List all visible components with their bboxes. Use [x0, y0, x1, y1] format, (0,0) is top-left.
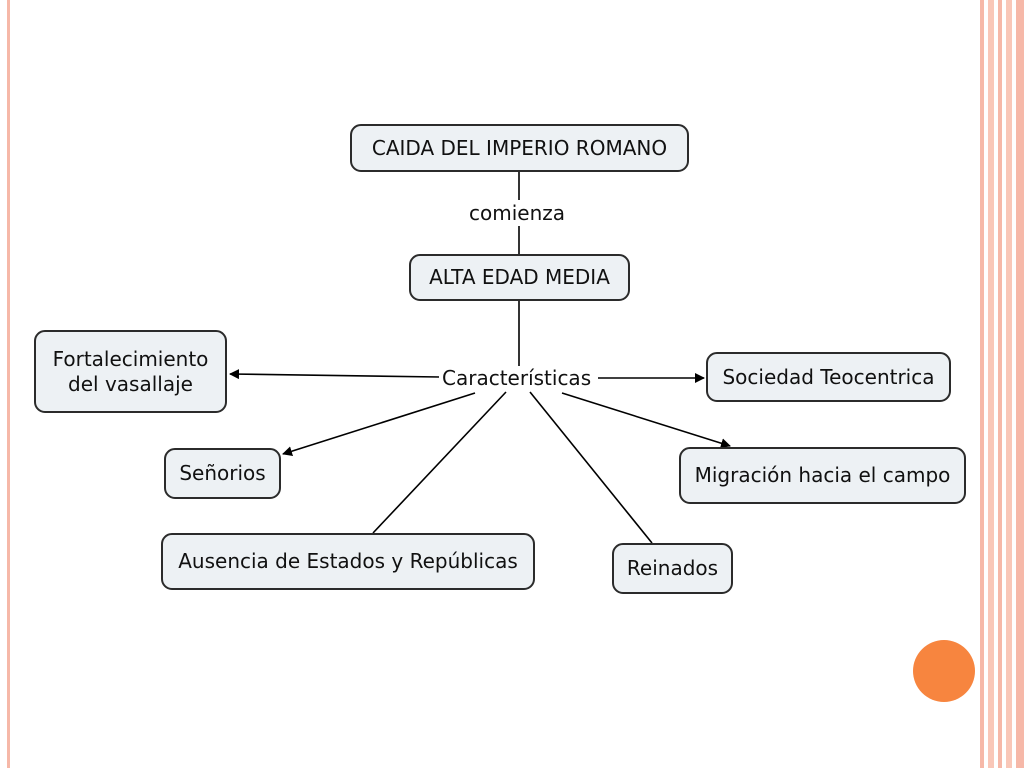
arrow-to-migracion: [561, 392, 731, 449]
right-border-line: [988, 0, 994, 768]
node-reinados: Reinados: [612, 543, 733, 594]
right-border-line: [980, 0, 984, 768]
right-border-line: [1016, 0, 1024, 768]
right-border-line: [998, 0, 1002, 768]
link-label-caracteristicas: Características: [439, 366, 595, 390]
line-to-ausencia: [372, 391, 507, 534]
node-sociedad-teocentrica: Sociedad Teocentrica: [706, 352, 951, 402]
node-caida-del-imperio-romano: CAIDA DEL IMPERIO ROMANO: [350, 124, 689, 172]
link-label-comienza: comienza: [466, 201, 569, 225]
arrow-to-fortalecimiento: [229, 369, 441, 380]
node-senorios: Señorios: [164, 448, 281, 499]
arrow-to-senorios: [282, 392, 476, 457]
decorative-orange-circle: [913, 640, 975, 702]
left-border-line: [7, 0, 10, 768]
node-fortalecimiento-del-vasallaje: Fortalecimiento del vasallaje: [34, 330, 227, 413]
line-to-reinados: [529, 391, 653, 544]
right-border-line: [1006, 0, 1012, 768]
node-ausencia-de-estados-y-republicas: Ausencia de Estados y Repúblicas: [161, 533, 535, 590]
node-alta-edad-media: ALTA EDAD MEDIA: [409, 254, 630, 301]
node-migracion-hacia-el-campo: Migración hacia el campo: [679, 447, 966, 504]
